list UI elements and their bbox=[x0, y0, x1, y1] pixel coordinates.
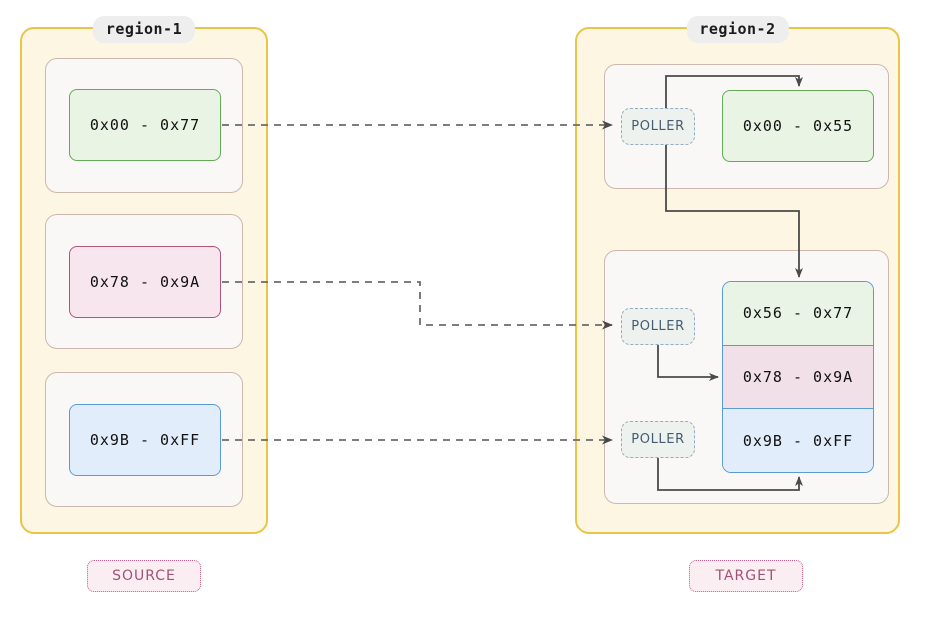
target-stack-seg-1[interactable]: 0x78 - 0x9A bbox=[723, 345, 873, 410]
poller-3[interactable]: POLLER bbox=[621, 421, 695, 458]
source-range-2[interactable]: 0x9B - 0xFF bbox=[69, 404, 221, 476]
target-stack-seg-2[interactable]: 0x9B - 0xFF bbox=[723, 409, 873, 472]
poller-2[interactable]: POLLER bbox=[621, 308, 695, 345]
region-1-title: region-1 bbox=[92, 16, 196, 43]
source-range-0[interactable]: 0x00 - 0x77 bbox=[69, 89, 221, 161]
region-2-title: region-2 bbox=[686, 16, 789, 43]
target-label: TARGET bbox=[689, 560, 803, 592]
target-range-stack: 0x56 - 0x77 0x78 - 0x9A 0x9B - 0xFF bbox=[722, 281, 874, 473]
target-range-top[interactable]: 0x00 - 0x55 bbox=[722, 90, 874, 162]
source-label: SOURCE bbox=[87, 560, 201, 592]
wire-source1-to-poller2 bbox=[222, 281, 613, 330]
source-range-1[interactable]: 0x78 - 0x9A bbox=[69, 246, 221, 318]
target-stack-seg-0[interactable]: 0x56 - 0x77 bbox=[723, 282, 873, 346]
poller-1[interactable]: POLLER bbox=[621, 108, 695, 145]
